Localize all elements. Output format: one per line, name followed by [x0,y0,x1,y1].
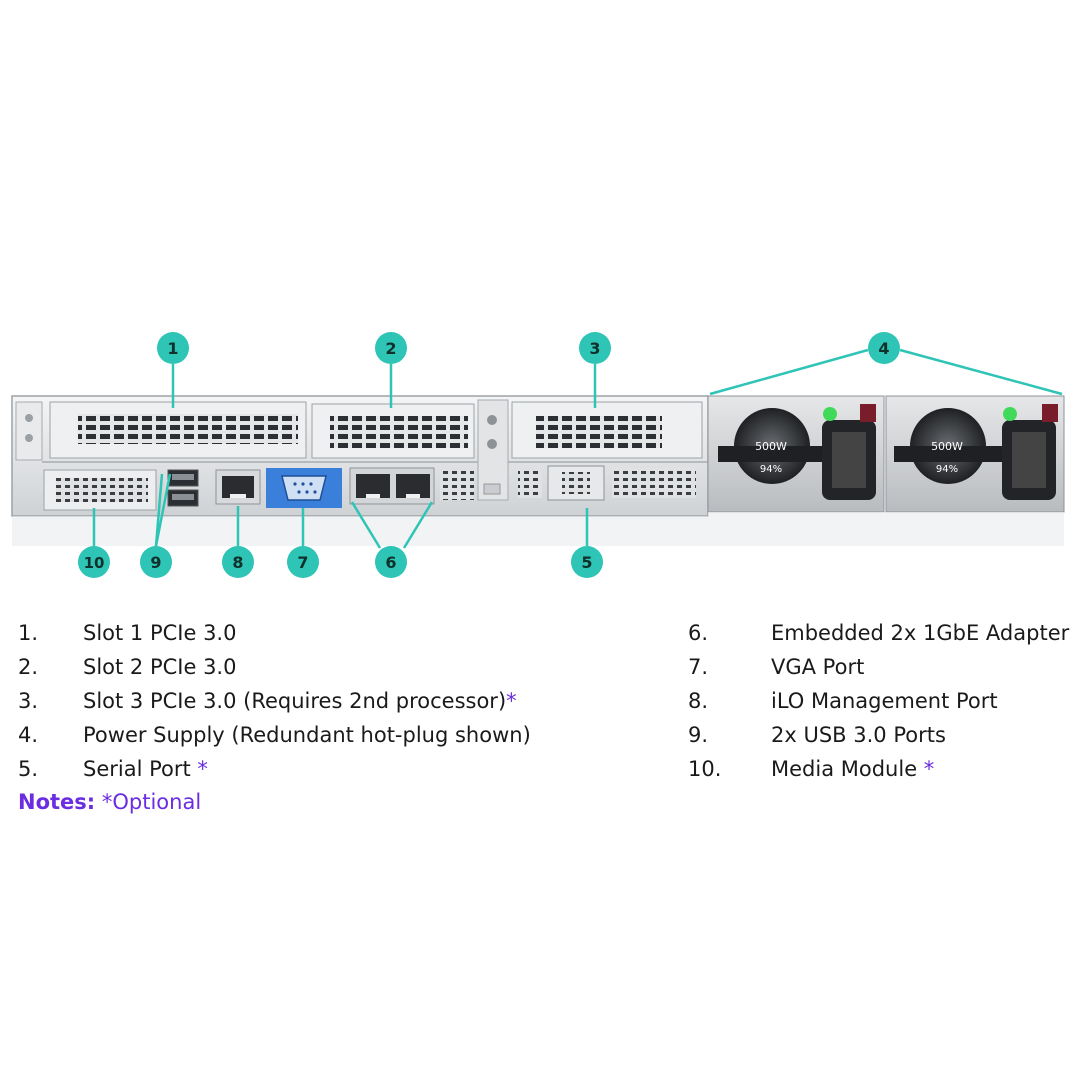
legend-number: 8. [688,689,709,713]
svg-text:7: 7 [297,553,308,572]
callout-10: 10 [78,546,110,578]
legend-item: 4. Power Supply (Redundant hot-plug show… [18,718,638,752]
notes-text: *Optional [95,790,202,814]
callout-7: 7 [287,546,319,578]
svg-text:8: 8 [232,553,243,572]
legend-number: 2. [18,655,39,679]
legend-number: 5. [18,757,39,781]
svg-text:2: 2 [385,339,396,358]
legend-number: 1. [18,621,39,645]
legend-item: 9. 2x USB 3.0 Ports [688,718,1080,752]
legend-text: Embedded 2x 1GbE Adapter [771,621,1070,645]
callout-8: 8 [222,546,254,578]
callout-3: 3 [579,332,611,364]
server-rear-diagram: 500W 94% 500W 94% 1 [11,332,1065,578]
leader-lines [92,348,1063,549]
legend-item: 2. Slot 2 PCIe 3.0 [18,650,638,684]
legend-text: VGA Port [771,655,865,679]
svg-text:4: 4 [878,339,889,358]
callout-5: 5 [571,546,603,578]
legend-right: 6. Embedded 2x 1GbE Adapter 7. VGA Port … [688,616,1080,786]
notes-label: Notes: [18,790,96,814]
legend-number: 7. [688,655,709,679]
legend-text: Power Supply (Redundant hot-plug shown) [83,723,531,747]
slot-3-pcie [511,401,703,459]
slot-1-pcie [49,401,307,459]
psu-2-wattage: 500W [931,440,963,453]
legend-left: 1. Slot 1 PCIe 3.0 2. Slot 2 PCIe 3.0 3.… [18,616,638,786]
vga-port [266,468,342,508]
callout-4: 4 [868,332,900,364]
legend-item: 6. Embedded 2x 1GbE Adapter [688,616,1080,650]
ilo-port [215,469,261,505]
callout-2: 2 [375,332,407,364]
nic-ports [349,467,474,505]
media-module [43,469,157,511]
legend-text: iLO Management Port [771,689,998,713]
legend-number: 4. [18,723,39,747]
legend-item: 8. iLO Management Port [688,684,1080,718]
svg-text:1: 1 [167,339,178,358]
legend-text: Serial Port * [83,757,208,781]
psu-1-wattage: 500W [755,440,787,453]
legend-number: 10. [688,757,722,781]
legend-number: 6. [688,621,709,645]
legend-item: 10. Media Module * [688,752,1080,786]
usb-ports [167,469,199,507]
callout-6: 6 [375,546,407,578]
psu-2-efficiency: 94% [936,464,958,475]
callout-9: 9 [140,546,172,578]
legend-item: 1. Slot 1 PCIe 3.0 [18,616,638,650]
svg-text:9: 9 [150,553,161,572]
legend-number: 9. [688,723,709,747]
slot-2-pcie [311,403,475,459]
legend-text: Slot 2 PCIe 3.0 [83,655,237,679]
legend-item: 3. Slot 3 PCIe 3.0 (Requires 2nd process… [18,684,638,718]
legend-item: 7. VGA Port [688,650,1080,684]
legend-text: Media Module * [771,757,935,781]
serial-port [518,465,696,501]
svg-text:3: 3 [589,339,600,358]
legend-text: Slot 3 PCIe 3.0 (Requires 2nd processor)… [83,689,517,713]
notes: Notes: *Optional [18,785,201,819]
legend-text: 2x USB 3.0 Ports [771,723,946,747]
svg-text:5: 5 [581,553,592,572]
power-supply-1: 500W 94% [707,395,885,513]
legend-text: Slot 1 PCIe 3.0 [83,621,237,645]
legend-item: 5. Serial Port * [18,752,638,786]
power-supply-2: 500W 94% [885,395,1065,513]
psu-1-efficiency: 94% [760,464,782,475]
legend-number: 3. [18,689,39,713]
svg-text:6: 6 [385,553,396,572]
callout-1: 1 [157,332,189,364]
svg-text:10: 10 [84,554,105,572]
